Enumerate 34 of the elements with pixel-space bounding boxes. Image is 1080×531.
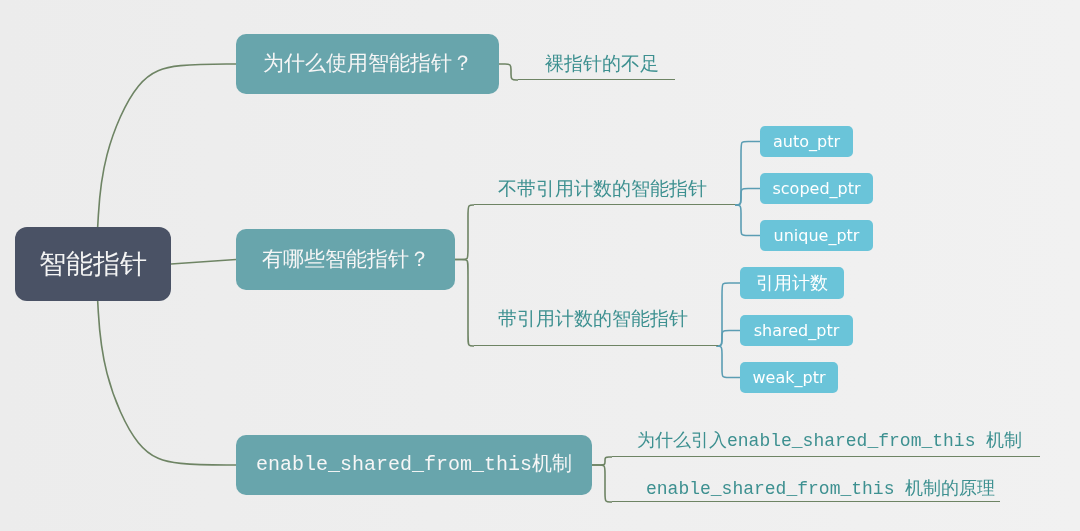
branch-text: 为什么引入enable_shared_from_this 机制: [637, 431, 1023, 453]
subtopic-text: 为什么使用智能指针？: [262, 51, 473, 77]
branch-line: [716, 345, 741, 379]
topic-box: [15, 227, 171, 301]
subtopic-text: 有哪些智能指针？: [261, 246, 430, 273]
subtopic-box: [236, 229, 455, 290]
leaf-text: 引用计数: [756, 272, 828, 294]
topic-text: 智能指针: [39, 247, 147, 281]
leaf-box: [760, 173, 873, 204]
branch-line: [96, 300, 237, 466]
branch-text: 不带引用计数的智能指针: [498, 178, 707, 201]
branch-line: [734, 204, 761, 237]
leaf-box: [760, 126, 853, 157]
subtopic-box: [236, 34, 499, 94]
underlined-branch: [612, 429, 1040, 457]
underlined-branch: [474, 176, 735, 205]
leaf-box: [740, 267, 844, 299]
leaf-box: [760, 220, 873, 251]
branch-text: 裸指针的不足: [545, 53, 659, 76]
leaf-text: shared_ptr: [753, 320, 840, 341]
branch-line: [498, 63, 519, 81]
subtopic-text: enable_shared_from_this机制: [255, 453, 572, 477]
leaf-box: [740, 315, 853, 346]
leaf-box: [740, 362, 838, 393]
leaf-text: scoped_ptr: [772, 178, 861, 199]
branch-text: enable_shared_from_this 机制的原理: [646, 479, 996, 501]
branch-line: [170, 258, 237, 265]
branch-line: [96, 63, 237, 228]
leaf-text: weak_ptr: [752, 367, 826, 388]
leaf-text: auto_ptr: [773, 131, 840, 152]
leaf-text: unique_ptr: [773, 225, 860, 246]
subtopic-box: [236, 435, 592, 495]
underlined-branch: [612, 477, 1000, 502]
branch-text: 带引用计数的智能指针: [498, 308, 688, 331]
